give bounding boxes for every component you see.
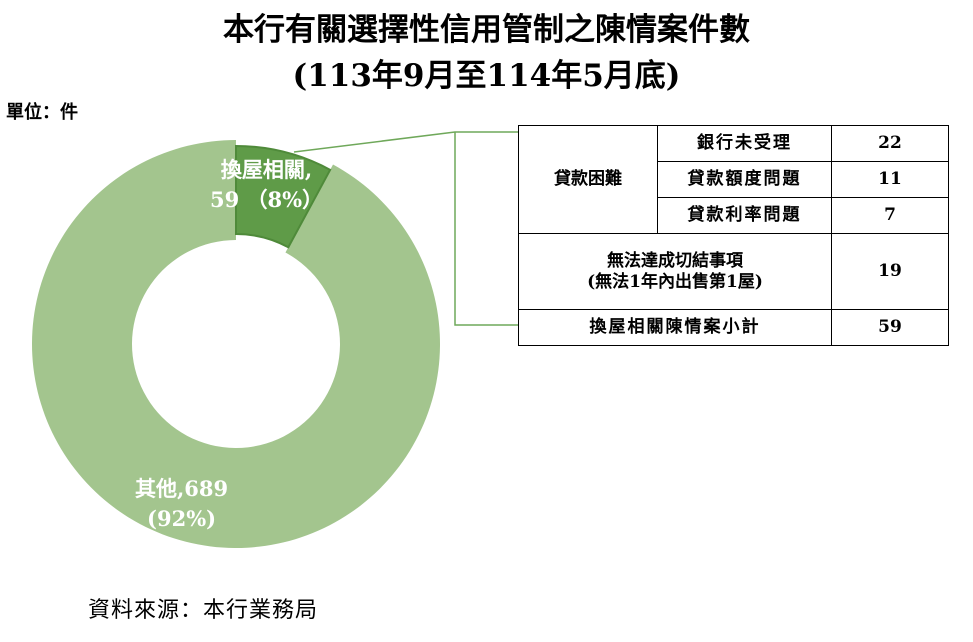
table-cell-item: 貸款額度問題 bbox=[657, 161, 832, 198]
table-cell-value: 22 bbox=[831, 125, 949, 162]
table-row: 換屋相關陳情案小計 59 bbox=[518, 309, 949, 346]
donut-slice-housing bbox=[235, 144, 332, 249]
slice-label-housing: 換屋相關, 59 （8%） bbox=[210, 155, 323, 215]
source-note: 資料來源：本行業務局 bbox=[88, 598, 319, 623]
connector-line bbox=[293, 131, 518, 153]
table-cell-item: 銀行未受理 bbox=[657, 125, 832, 162]
table-row: 貸款困難 銀行未受理 22 bbox=[518, 125, 949, 234]
table-bracket-line bbox=[454, 132, 518, 326]
slice-label-other: 其他,689 (92%) bbox=[135, 474, 228, 534]
slice-label-housing-value: 59 （8%） bbox=[210, 187, 324, 212]
table-total-value: 59 bbox=[831, 309, 949, 346]
table-cell-item-line2: (無法1年內出售第1屋) bbox=[587, 271, 763, 292]
chart-title: 本行有關選擇性信用管制之陳情案件數 bbox=[223, 12, 750, 48]
slice-label-other-value: (92%) bbox=[147, 506, 217, 531]
table-cell-item: 貸款利率問題 bbox=[657, 197, 832, 234]
table-row: 貸款額度問題 11 bbox=[519, 161, 949, 198]
table-cell-value: 19 bbox=[831, 233, 949, 310]
slice-label-housing-name: 換屋相關, bbox=[220, 157, 313, 182]
table-cell-value: 7 bbox=[831, 197, 949, 234]
table-cell-item-line1: 無法達成切結事項 bbox=[607, 250, 743, 271]
table-cell-item: 無法達成切結事項 (無法1年內出售第1屋) bbox=[518, 233, 832, 310]
table-cell-value: 11 bbox=[831, 161, 949, 198]
table-group-label: 貸款困難 bbox=[518, 125, 658, 234]
unit-label: 單位：件 bbox=[6, 102, 78, 123]
breakdown-table: 貸款困難 銀行未受理 22 貸款額度問題 11 貸款利率問題 7 無法達成切結事… bbox=[518, 125, 949, 346]
donut-slice-other bbox=[31, 140, 440, 548]
table-row: 無法達成切結事項 (無法1年內出售第1屋) 19 bbox=[518, 233, 949, 310]
slice-label-other-name: 其他,689 bbox=[135, 476, 229, 501]
chart-subtitle: (113年9月至114年5月底) bbox=[292, 58, 681, 94]
table-total-label: 換屋相關陳情案小計 bbox=[518, 309, 832, 346]
